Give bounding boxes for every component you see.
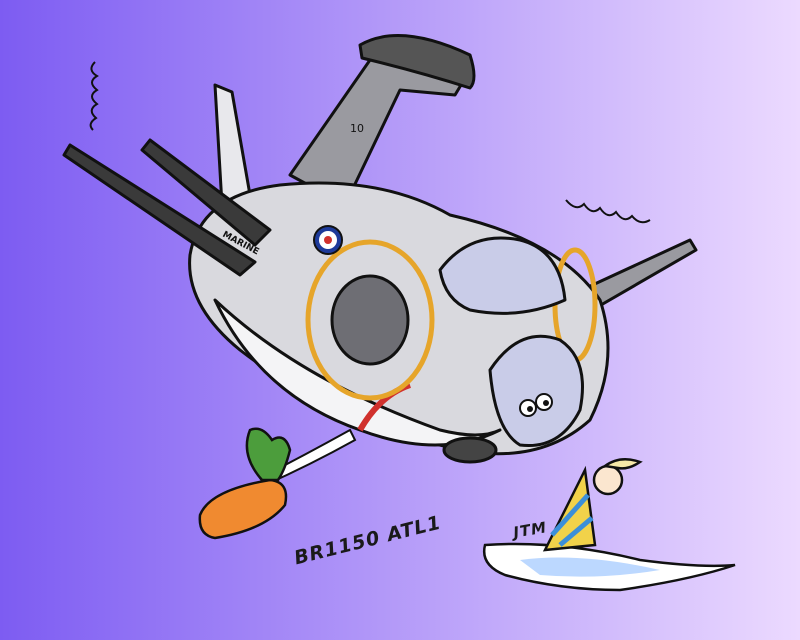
surfer-head <box>592 464 624 496</box>
tail-number: 10 <box>350 122 364 135</box>
nose-pupil-right <box>543 400 549 406</box>
cockpit-canopy <box>438 236 567 315</box>
landing-gear <box>442 436 498 464</box>
left-wing-upper <box>140 138 272 247</box>
left-wing-lower <box>62 143 257 277</box>
carrot-body <box>198 478 288 540</box>
sail-stripe-1 <box>550 493 590 537</box>
roundel-center <box>324 236 332 244</box>
engine-nacelle-left <box>330 274 410 366</box>
carrot-leaves <box>245 427 292 482</box>
water-inner <box>520 557 660 577</box>
atlantic-aircraft <box>62 34 698 464</box>
surfer-hair <box>601 458 643 470</box>
sail-stripe-2 <box>558 516 594 547</box>
tail-cap <box>358 34 476 90</box>
nose-pupil-left <box>527 406 533 412</box>
propeller-ring-left <box>305 239 435 401</box>
windsurfer <box>482 458 736 592</box>
fuselage-belly <box>213 298 502 447</box>
nose-cone <box>488 334 584 448</box>
motion-squiggle-right <box>565 199 651 224</box>
motion-squiggle-left <box>89 61 99 131</box>
carrot <box>198 427 292 540</box>
